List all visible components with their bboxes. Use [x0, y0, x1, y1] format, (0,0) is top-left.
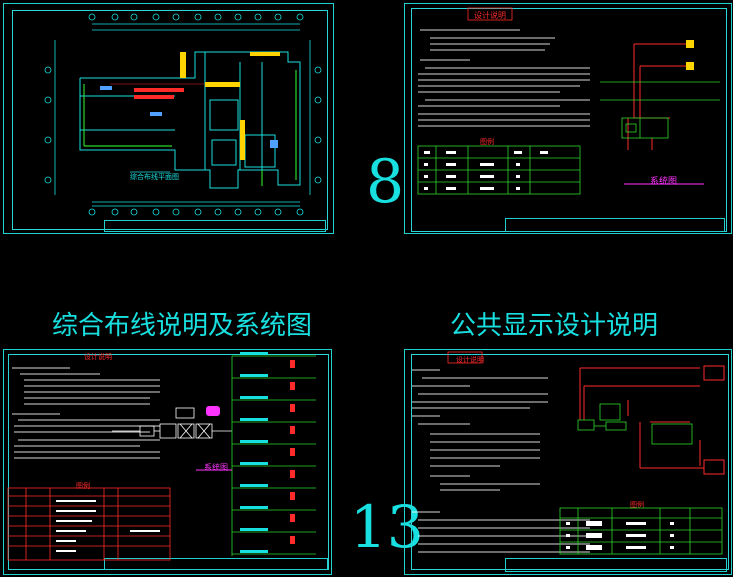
sheet-cabling-system-frame	[8, 354, 329, 570]
sheet-floor-plan-frame	[12, 10, 328, 230]
design-notes-8-heading: 设计说明	[474, 11, 506, 20]
cabling-heading: 设计说明	[84, 353, 112, 361]
public-display-legend-title: 图例	[630, 501, 644, 509]
public-display-title-block	[505, 558, 727, 572]
design-notes-8-title-block	[505, 218, 725, 232]
cabling-legend-title: 图例	[76, 482, 90, 490]
caption-cabling-system: 综合布线说明及系统图	[52, 311, 313, 341]
caption-public-display: 公共显示设计说明	[450, 311, 659, 341]
sheet-public-display-frame	[411, 354, 729, 570]
cabling-system-label: 系统图	[204, 463, 228, 472]
sheet-number-8: 8	[366, 147, 405, 217]
sheet-public-display[interactable]	[404, 349, 732, 575]
system-8-title: 系统图	[650, 177, 678, 187]
floor-plan-title: 综合布线平面图	[130, 173, 179, 181]
sheet-cabling-system[interactable]	[3, 349, 332, 575]
public-display-heading: 设计说明	[456, 356, 484, 364]
floor-plan-title-block	[104, 220, 326, 232]
cabling-system-title-block	[104, 558, 328, 570]
sheet-design-notes-8[interactable]	[404, 3, 732, 234]
legend-8-title: 图例	[480, 138, 494, 146]
sheet-floor-plan[interactable]	[3, 3, 334, 234]
sheet-design-notes-8-frame	[411, 8, 727, 232]
